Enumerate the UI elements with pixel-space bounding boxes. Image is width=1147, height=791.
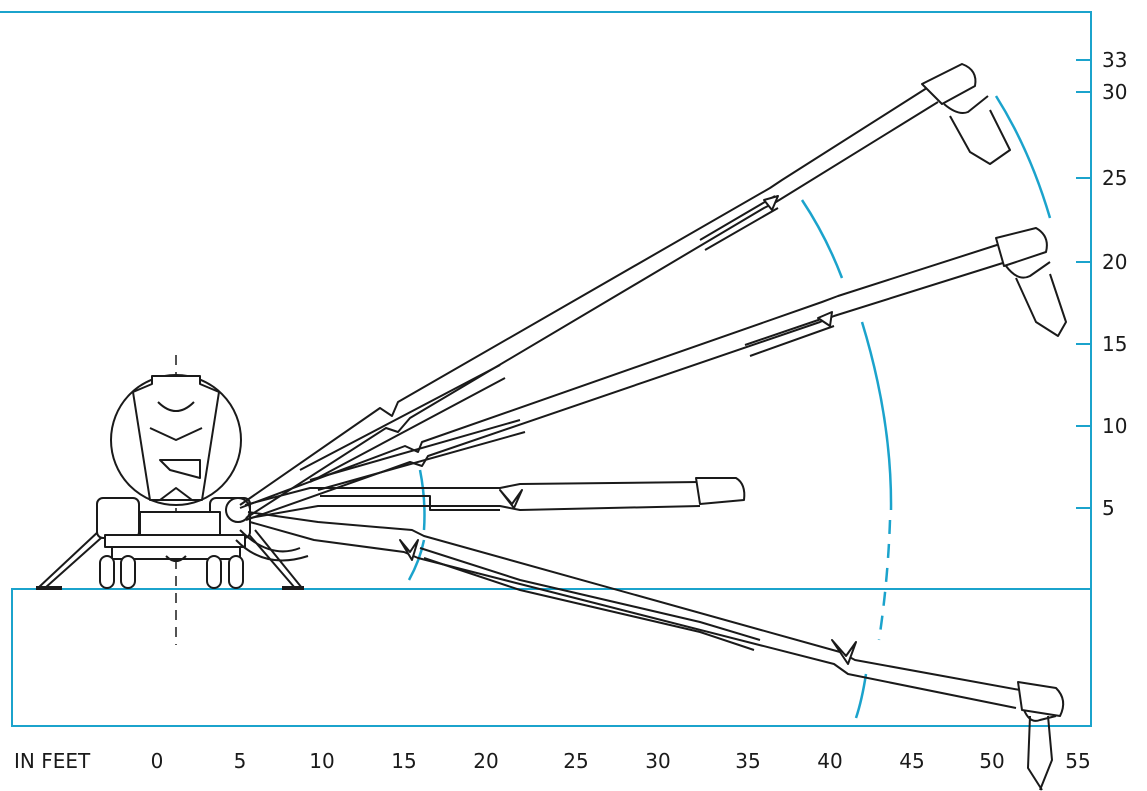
x-tick-label: 10 bbox=[309, 749, 334, 773]
x-tick-label: 45 bbox=[899, 749, 924, 773]
x-tick-label: 20 bbox=[473, 749, 498, 773]
x-tick-label: 55 bbox=[1065, 749, 1090, 773]
x-tick-label: 30 bbox=[645, 749, 670, 773]
x-tick-label: 40 bbox=[817, 749, 842, 773]
boom-position-horizontal bbox=[244, 477, 746, 519]
frame-lines bbox=[0, 11, 1092, 727]
y-tick-label: 10 bbox=[1102, 414, 1127, 438]
x-tick-label: 5 bbox=[234, 749, 247, 773]
x-tick-label: 0 bbox=[151, 749, 164, 773]
y-tick-label: 25 bbox=[1102, 166, 1127, 190]
x-tick-label: 35 bbox=[735, 749, 760, 773]
boom-position-middle bbox=[239, 227, 1067, 521]
reach-arcs bbox=[407, 95, 1052, 719]
x-axis-unit-label: IN FEET bbox=[14, 749, 91, 773]
boom-position-lower bbox=[247, 511, 1065, 791]
x-axis: IN FEET 0 5 10 15 20 25 30 35 40 45 50 5… bbox=[14, 749, 1091, 773]
x-tick-label: 25 bbox=[563, 749, 588, 773]
boom-position-upper bbox=[239, 63, 1011, 519]
y-tick-label: 20 bbox=[1102, 250, 1127, 274]
boom-positions bbox=[239, 63, 1067, 791]
x-tick-label: 50 bbox=[979, 749, 1004, 773]
x-tick-label: 15 bbox=[391, 749, 416, 773]
y-axis: 33 30 25 20 15 10 5 bbox=[1076, 48, 1127, 520]
y-tick-label: 5 bbox=[1102, 496, 1115, 520]
y-tick-label: 30 bbox=[1102, 80, 1127, 104]
y-tick-label: 15 bbox=[1102, 332, 1127, 356]
y-tick-label: 33 bbox=[1102, 48, 1127, 72]
